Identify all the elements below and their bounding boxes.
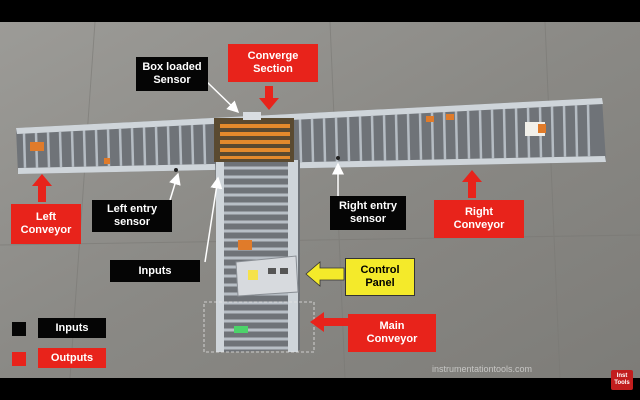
- control-panel-box: [235, 255, 299, 297]
- items: [30, 114, 546, 333]
- roller: [154, 126, 159, 166]
- roller: [502, 108, 507, 159]
- box-right-tag: [538, 124, 546, 133]
- roller: [406, 113, 411, 160]
- roller: [346, 116, 351, 162]
- roller: [178, 125, 183, 165]
- roller: [118, 128, 123, 166]
- roller: [562, 105, 567, 157]
- roller: [130, 128, 135, 166]
- roller: [574, 105, 579, 157]
- converge-section-belt: [214, 112, 294, 162]
- box-main: [238, 240, 252, 250]
- roller: [166, 126, 171, 165]
- label-converge-section: Converge Section: [228, 44, 318, 82]
- horizontal-conveyor: [16, 98, 606, 174]
- roller: [82, 130, 87, 167]
- watermark-site: instrumentationtools.com: [432, 364, 533, 374]
- roller: [490, 109, 495, 159]
- label-main-conveyor: Main Conveyor: [348, 314, 436, 352]
- safety-outline: [203, 301, 315, 353]
- box-mid-1: [426, 116, 434, 122]
- roller: [586, 104, 591, 157]
- roller: [454, 111, 459, 160]
- roller: [142, 127, 147, 166]
- label-left-entry-sensor: Left entry sensor: [92, 200, 172, 232]
- roller: [394, 114, 399, 161]
- legend-input-swatch: [12, 322, 26, 336]
- green-item: [234, 326, 248, 333]
- left-entry-sensor-dot: [174, 168, 178, 172]
- leader-lines: [169, 81, 344, 263]
- arrow-control-panel: [305, 261, 345, 287]
- roller: [322, 118, 327, 162]
- roller: [70, 131, 75, 167]
- right-entry-sensor-dot: [336, 156, 340, 160]
- roller: [514, 108, 519, 158]
- box-mid-2: [446, 114, 454, 120]
- roller: [58, 131, 63, 168]
- main-conveyor-frame: [215, 160, 300, 352]
- legend-inputs-label: Inputs: [38, 318, 106, 338]
- roller: [46, 132, 51, 168]
- arrow-converge: [259, 86, 279, 110]
- roller: [466, 110, 471, 159]
- roller: [442, 112, 447, 160]
- roller: [190, 124, 195, 165]
- label-box-loaded-sensor: Box loaded Sensor: [136, 57, 208, 91]
- roller: [370, 115, 375, 161]
- label-right-entry-sensor: Right entry sensor: [330, 196, 406, 230]
- roller: [334, 117, 339, 162]
- roller: [418, 113, 423, 160]
- roller: [382, 115, 387, 161]
- box-left-2: [104, 158, 110, 164]
- arrow-main-conveyor: [310, 312, 348, 332]
- roller: [298, 119, 303, 163]
- arrow-left-conveyor: [32, 174, 52, 202]
- roller: [358, 116, 363, 161]
- label-right-conveyor: Right Conveyor: [434, 200, 524, 238]
- roller: [22, 133, 27, 168]
- label-left-conveyor: Left Conveyor: [11, 204, 81, 244]
- roller: [94, 129, 99, 167]
- arrow-right-conveyor: [462, 170, 482, 198]
- label-control-panel: Control Panel: [345, 258, 415, 296]
- roller: [550, 106, 555, 158]
- roller: [478, 110, 483, 159]
- box-left: [30, 142, 44, 151]
- red-arrows: [32, 86, 482, 332]
- roller: [310, 118, 315, 162]
- label-inputs: Inputs: [110, 260, 200, 282]
- legend-output-swatch: [12, 352, 26, 366]
- roller: [202, 124, 207, 165]
- legend-outputs-label: Outputs: [38, 348, 106, 368]
- inst-tools-logo: Inst Tools: [611, 370, 633, 390]
